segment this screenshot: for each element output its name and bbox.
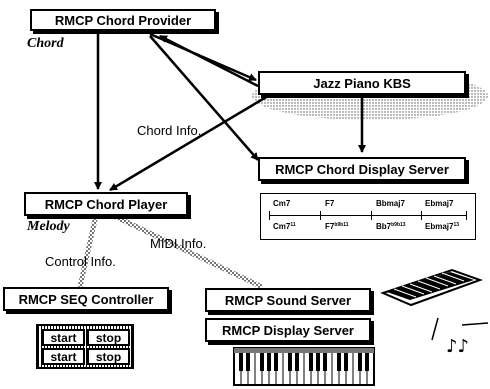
arrow-provider-to-display xyxy=(149,35,259,161)
seq-controller-box: RMCP SEQ Controller xyxy=(3,287,169,311)
chord-bottom-1: Cm711 xyxy=(273,222,296,231)
chord-provider-box: RMCP Chord Provider xyxy=(30,9,216,31)
chord-display-panel: Cm7 F7 Bbmaj7 Ebmaj7 Cm711 F7b9b11 Bb7b9… xyxy=(260,193,476,240)
music-notes-icon: ♪♪ xyxy=(431,317,489,357)
chord-top-4: Ebmaj7 xyxy=(425,199,454,208)
stop-button[interactable]: stop xyxy=(87,348,130,365)
chord-bottom-4: Ebmaj713 xyxy=(425,222,459,231)
melody-label: Melody xyxy=(27,219,70,234)
control-info-label: Control Info. xyxy=(45,254,116,269)
flow-control-to-seq xyxy=(77,214,99,288)
arrow-kbs-to-player xyxy=(109,94,269,192)
chord-display-server-box: RMCP Chord Display Server xyxy=(258,157,466,181)
seq-button-panel: start stop start stop xyxy=(36,324,134,369)
svg-text:♪♪: ♪♪ xyxy=(446,336,469,357)
chord-bottom-3: Bb7b9b13 xyxy=(376,222,406,231)
stop-button[interactable]: stop xyxy=(87,329,130,346)
chord-top-2: F7 xyxy=(325,199,335,208)
arrows xyxy=(94,32,366,192)
chord-bottom-4-ext: 13 xyxy=(453,222,460,228)
chord-bottom-2: F7b9b11 xyxy=(325,222,349,231)
piano-keys-icon xyxy=(233,347,375,386)
display-server-box: RMCP Display Server xyxy=(205,318,371,342)
chord-bottom-1-ext: 11 xyxy=(290,222,296,228)
chord-top-3: Bbmaj7 xyxy=(376,199,405,208)
chord-bottom-1-base: Cm7 xyxy=(273,222,291,231)
arrow-kbs-to-provider xyxy=(159,34,259,88)
chord-label: Chord xyxy=(27,36,64,51)
chord-bottom-2-base: F7 xyxy=(325,222,335,231)
chord-bottom-2-ext: b9b11 xyxy=(334,222,349,228)
midi-info-label: MIDI Info. xyxy=(150,236,207,251)
sound-server-box: RMCP Sound Server xyxy=(205,288,371,312)
start-button[interactable]: start xyxy=(42,348,85,365)
hatched-flows xyxy=(77,212,264,290)
chord-info-label: Chord Info. xyxy=(137,123,202,138)
start-button[interactable]: start xyxy=(42,329,85,346)
chord-player-box: RMCP Chord Player xyxy=(24,192,188,216)
chord-bottom-3-base: Bb7 xyxy=(376,222,392,231)
chord-bottom-3-ext: b9b13 xyxy=(391,222,406,228)
chord-top-1: Cm7 xyxy=(273,199,291,208)
chord-bottom-4-base: Ebmaj7 xyxy=(425,222,454,231)
keyboard-icon xyxy=(380,268,483,307)
flow-midi-to-sound xyxy=(110,212,264,290)
jazz-piano-kbs-box: Jazz Piano KBS xyxy=(258,71,466,95)
